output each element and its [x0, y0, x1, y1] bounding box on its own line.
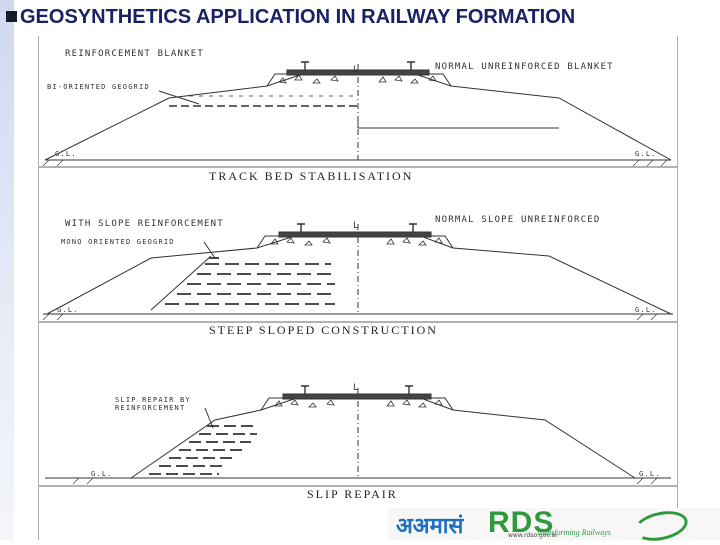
panel-track-bed [39, 61, 677, 168]
slope-reinforcement-label: WITH SLOPE REINFORCEMENT [65, 219, 224, 229]
sleeper [282, 393, 432, 400]
engineering-drawing: REINFORCEMENT BLANKET BI-ORIENTED GEOGRI… [38, 36, 678, 540]
centre-line-label: L [353, 221, 360, 231]
logo-hindi-text: अअमासं [396, 514, 464, 539]
ground-hatch [42, 159, 668, 167]
rails [301, 385, 413, 394]
centre-line-label: L [353, 65, 360, 75]
panel-steep-slope [39, 223, 677, 323]
embankment-outline [46, 233, 672, 315]
centre-line-label: L [353, 383, 360, 393]
reinforcement-blanket-label: REINFORCEMENT BLANKET [65, 49, 204, 59]
sleeper [286, 69, 430, 76]
logo-url: www.rdso.gov.in [508, 532, 557, 539]
ballast-pattern [278, 74, 437, 84]
leader-line [204, 407, 214, 429]
ground-level-left: G.L. [91, 470, 113, 478]
sleeper [278, 231, 432, 238]
ground-hatch [72, 477, 658, 485]
rails [297, 223, 417, 232]
title-bullet [6, 11, 17, 22]
bi-oriented-geogrid-label: BI-ORIENTED GEOGRID [47, 83, 150, 91]
ballast-pattern [274, 399, 443, 408]
ballast-pattern [270, 237, 443, 246]
steep-face [150, 255, 212, 311]
normal-unreinforced-blanket-label: NORMAL UNREINFORCED BLANKET [435, 62, 614, 72]
ground-hatch [42, 313, 658, 321]
normal-slope-unreinforced-label: NORMAL SLOPE UNREINFORCED [435, 215, 600, 225]
embankment-outline [130, 395, 636, 479]
drawing-svg: REINFORCEMENT BLANKET BI-ORIENTED GEOGRI… [39, 49, 677, 501]
page-title: GEOSYNTHETICS APPLICATION IN RAILWAY FOR… [20, 6, 576, 28]
slip-repair-caption: SLIP REPAIR [307, 487, 398, 501]
ground-level-right: G.L. [635, 150, 657, 158]
geogrid-layers [165, 257, 335, 305]
slip-repair-label-line2: REINFORCEMENT [115, 404, 185, 412]
rails [301, 61, 415, 70]
ground-level-left: G.L. [57, 306, 79, 314]
slip-repair-geogrid [149, 425, 257, 475]
logo-tagline: Transforming Railways [536, 528, 611, 537]
rdso-logo: अअमासं RDS Transforming Railways www.rds… [388, 506, 720, 545]
leader-line [158, 90, 200, 105]
ground-level-left: G.L. [55, 150, 77, 158]
ground-level-right: G.L. [639, 470, 661, 478]
logo-rds-text: RDS [488, 506, 555, 539]
slip-repair-label-line1: SLIP REPAIR BY [115, 396, 191, 404]
left-decorative-band [0, 0, 14, 540]
steep-slope-caption: STEEP SLOPED CONSTRUCTION [209, 323, 438, 337]
ground-level-right: G.L. [635, 306, 657, 314]
leader-line [203, 241, 216, 259]
logo-swoosh-icon [631, 506, 691, 545]
panel-slip-repair [39, 385, 677, 487]
mono-oriented-geogrid-label: MONO ORIENTED GEOGRID [61, 238, 175, 246]
track-bed-caption: TRACK BED STABILISATION [209, 169, 413, 183]
